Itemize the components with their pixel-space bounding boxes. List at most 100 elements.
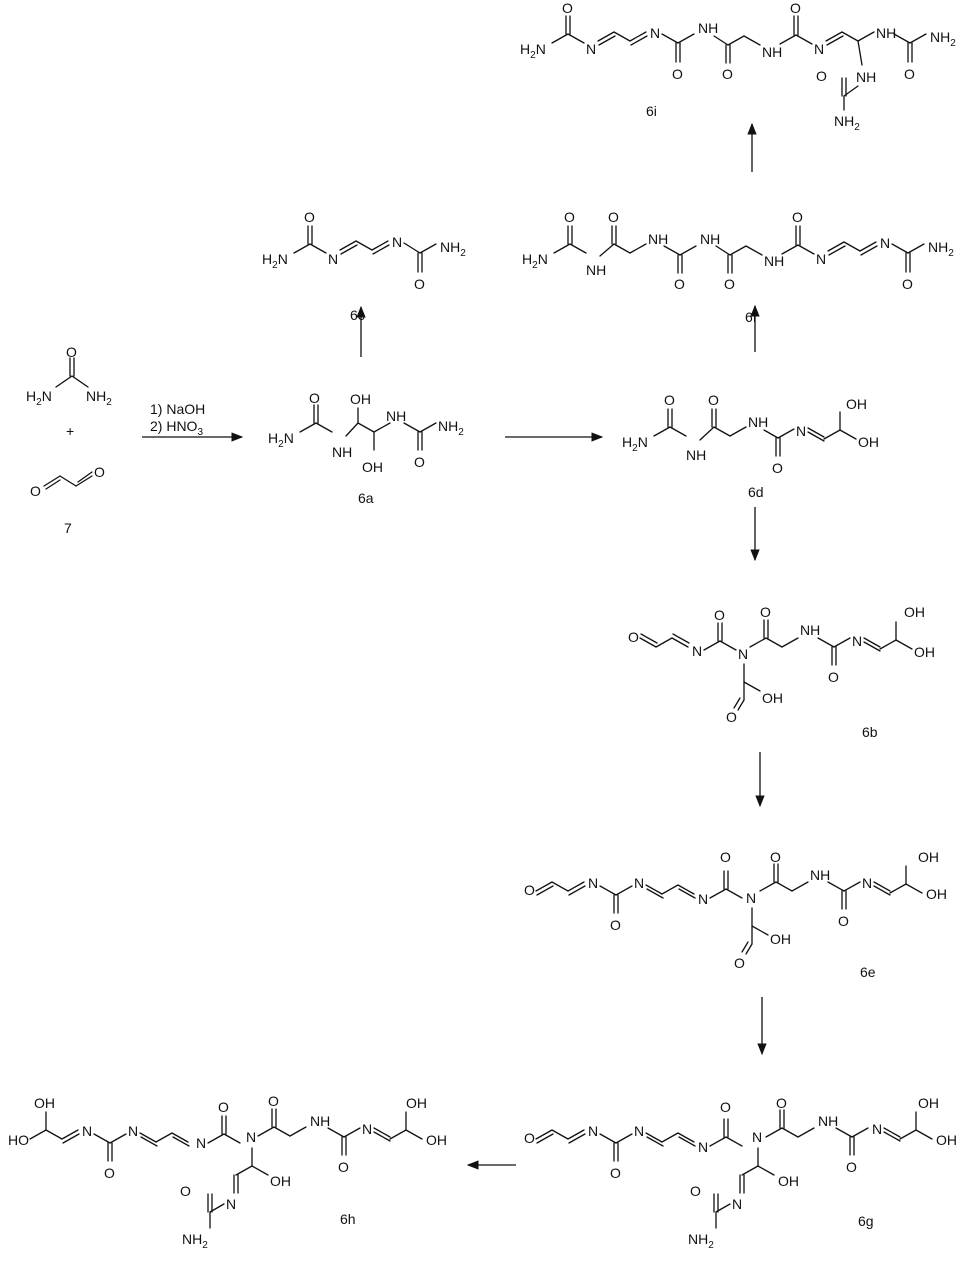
condition-hno3: 2) HNO3 <box>150 418 203 438</box>
svg-text:OH: OH <box>362 459 383 475</box>
svg-text:NH: NH <box>800 622 820 638</box>
svg-text:OH: OH <box>918 1095 939 1111</box>
svg-text:OH: OH <box>406 1095 427 1111</box>
compound-6e: O N O N N O N O NH O N <box>524 849 947 980</box>
svg-text:N: N <box>392 234 402 250</box>
svg-text:NH: NH <box>310 1113 330 1129</box>
svg-text:NH2: NH2 <box>834 113 860 133</box>
svg-text:NH: NH <box>818 1113 838 1129</box>
label-6h: 6h <box>340 1211 356 1227</box>
compound-7: O H2N NH2 + O O 7 <box>26 344 112 536</box>
svg-text:OH: OH <box>936 1132 957 1148</box>
svg-text:O: O <box>664 392 675 408</box>
svg-text:O: O <box>628 629 639 645</box>
svg-text:NH: NH <box>586 262 606 278</box>
svg-text:N: N <box>588 1123 598 1139</box>
svg-text:N: N <box>82 1123 92 1139</box>
label-6b: 6b <box>862 724 878 740</box>
svg-text:OH: OH <box>426 1132 447 1148</box>
svg-text:NH: NH <box>686 447 706 463</box>
svg-text:N: N <box>880 235 890 251</box>
svg-text:NH: NH <box>698 20 718 36</box>
svg-text:O: O <box>414 276 425 292</box>
svg-text:HO: HO <box>8 1132 29 1148</box>
svg-text:N: N <box>246 1129 256 1145</box>
svg-text:OH: OH <box>926 886 947 902</box>
svg-text:O: O <box>902 276 913 292</box>
svg-text:N: N <box>738 646 748 662</box>
label-6d: 6d <box>748 484 764 500</box>
svg-text:O: O <box>674 276 685 292</box>
svg-text:O: O <box>772 460 783 476</box>
svg-text:O: O <box>792 209 803 225</box>
svg-text:NH: NH <box>386 408 406 424</box>
svg-text:N: N <box>362 1121 372 1137</box>
svg-text:O: O <box>776 1095 787 1111</box>
reaction-conditions: 1) NaOH 2) HNO3 <box>150 401 205 438</box>
svg-text:N: N <box>588 875 598 891</box>
svg-text:NH: NH <box>700 231 720 247</box>
svg-text:NH: NH <box>332 444 352 460</box>
svg-text:N: N <box>746 890 756 906</box>
svg-text:O: O <box>610 917 621 933</box>
svg-text:O: O <box>524 882 535 898</box>
svg-text:O: O <box>720 1099 731 1115</box>
label-6g: 6g <box>858 1213 874 1229</box>
compound-6h: OH HO N O N N O N O NH O <box>8 1093 447 1251</box>
svg-text:OH: OH <box>350 391 371 407</box>
svg-text:OH: OH <box>778 1173 799 1189</box>
compound-6i: H2N O N N O NH O NH O N NH <box>520 0 956 133</box>
condition-naoh: 1) NaOH <box>150 401 205 417</box>
svg-text:NH: NH <box>810 867 830 883</box>
svg-text:H2N: H2N <box>268 430 294 450</box>
svg-text:N: N <box>698 891 708 907</box>
svg-text:NH2: NH2 <box>688 1231 714 1251</box>
svg-text:H2N: H2N <box>520 41 546 61</box>
label-6a: 6a <box>358 490 374 506</box>
svg-text:O: O <box>904 66 915 82</box>
compound-6a: H2N O NH H OH OH NH O NH2 6a <box>268 390 464 506</box>
svg-text:NH: NH <box>648 231 668 247</box>
svg-text:O: O <box>828 669 839 685</box>
svg-text:O: O <box>846 1159 857 1175</box>
svg-text:N: N <box>692 643 702 659</box>
svg-text:N: N <box>650 25 660 41</box>
svg-text:O: O <box>304 209 315 225</box>
svg-text:H2N: H2N <box>26 388 52 408</box>
svg-text:N: N <box>852 633 862 649</box>
svg-text:O: O <box>726 709 737 725</box>
svg-text:NH2: NH2 <box>438 418 464 438</box>
svg-text:O: O <box>524 1130 535 1146</box>
svg-text:N: N <box>872 1121 882 1137</box>
svg-text:O: O <box>268 1093 279 1109</box>
svg-text:OH: OH <box>858 434 879 450</box>
svg-text:OH: OH <box>770 931 791 947</box>
plus-sign: + <box>66 423 74 439</box>
svg-text:O: O <box>338 1159 349 1175</box>
svg-text:O: O <box>722 66 733 82</box>
svg-text:NH: NH <box>856 69 876 85</box>
svg-text:N: N <box>226 1196 236 1212</box>
svg-text:OH: OH <box>918 849 939 865</box>
svg-text:N: N <box>328 251 338 267</box>
svg-text:O: O <box>790 0 801 16</box>
svg-text:N: N <box>128 1123 138 1139</box>
svg-text:O: O <box>66 344 77 360</box>
svg-text:NH: NH <box>764 253 784 269</box>
reaction-arrows <box>142 122 767 1170</box>
label-6c: 6c <box>350 307 365 323</box>
svg-text:O: O <box>104 1165 115 1181</box>
svg-text:O: O <box>30 483 41 499</box>
svg-text:H2N: H2N <box>522 251 548 271</box>
svg-text:NH: NH <box>876 25 896 41</box>
label-6f: 6f <box>745 309 757 325</box>
svg-text:N: N <box>816 251 826 267</box>
svg-text:O: O <box>770 849 781 865</box>
svg-text:OH: OH <box>762 690 783 706</box>
svg-text:O: O <box>714 607 725 623</box>
svg-text:NH2: NH2 <box>440 239 466 259</box>
svg-text:O: O <box>309 390 320 406</box>
compound-6b: O N O N O NH O N OH OH OH <box>628 604 935 740</box>
svg-text:N: N <box>814 41 824 57</box>
